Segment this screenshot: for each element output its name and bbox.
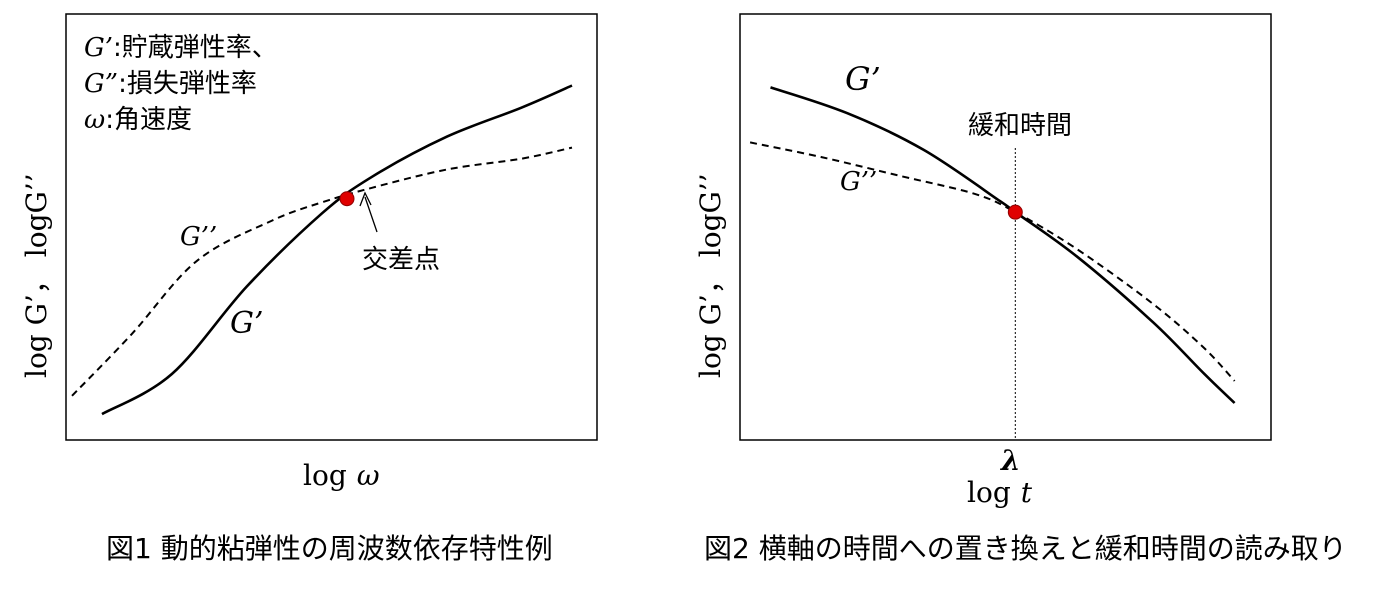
relaxation-time-label: 緩和時間: [968, 111, 1072, 141]
relaxation-crossover-point: [1007, 204, 1023, 220]
series-label-g-double-prime-2: G’’: [840, 167, 877, 197]
crossover-arrow: [364, 196, 378, 233]
plot-frame-2: [739, 13, 1272, 441]
series-g-double-prime-line-2: [749, 141, 1236, 382]
plot-frame-1: [65, 13, 598, 441]
y-axis-label-2: log G’， logG’’: [694, 173, 727, 378]
series-g-double-prime-line-1: [71, 146, 573, 397]
caption-figure-2: 図2 横軸の時間への置き換えと緩和時間の読み取り: [704, 532, 1347, 565]
crossover-point: [339, 191, 355, 207]
series-label-g-double-prime-1: G’’: [180, 222, 217, 252]
series-label-g-prime-1: G’: [230, 306, 264, 341]
legend-entry-2: G”:損失弾性率: [84, 69, 257, 99]
legend-entry-3: ω:角速度: [84, 105, 192, 135]
series-g-prime-line-1: [101, 84, 573, 416]
legend-entry-1: G’:貯蔵弾性率、: [84, 33, 278, 63]
lambda-tick-label: λ: [1000, 444, 1021, 477]
crossover-arrow-head: [359, 191, 372, 207]
caption-figure-1: 図1 動的粘弾性の周波数依存特性例: [106, 532, 553, 565]
series-label-g-prime-2: G’: [845, 60, 881, 98]
y-axis-label-1: log G’， logG’’: [20, 173, 53, 378]
crossover-label: 交差点: [362, 245, 440, 275]
